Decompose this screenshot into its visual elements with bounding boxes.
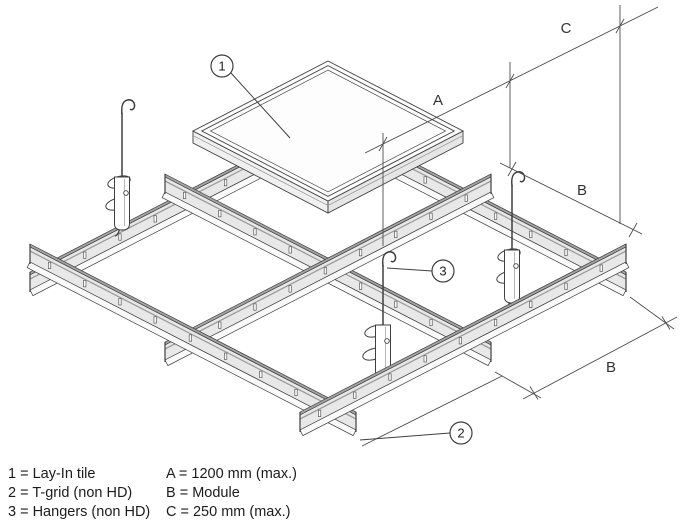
hanger-bracket-hole	[123, 190, 129, 196]
callout-1-number: 1	[218, 59, 225, 74]
hanger-bracket-hole	[513, 263, 519, 269]
rail-slot	[394, 230, 398, 239]
rail-web-shade-line	[29, 250, 357, 420]
suspension-hangers	[105, 99, 526, 384]
dimension-lines: A C B B	[361, 5, 678, 447]
hanger-hook	[382, 251, 397, 267]
callout-3-number: 3	[439, 264, 446, 279]
rail-slot	[423, 355, 427, 363]
rail-web-shade-line	[164, 180, 492, 350]
rail-slot	[259, 370, 263, 378]
rail-slot	[83, 251, 87, 259]
rail-slot	[394, 300, 398, 308]
rail-slot	[294, 388, 298, 397]
t-grid-rails-middle	[26, 173, 495, 437]
legend-item-dim-b: B = Module	[166, 485, 240, 501]
legend-item-tgrid: 2 = T-grid (non HD)	[8, 485, 132, 501]
dim-label-b-upper: B	[577, 182, 587, 199]
legend-item-hangers: 3 = Hangers (non HD)	[8, 504, 150, 520]
dim-tick	[507, 161, 517, 177]
dim-tick	[628, 222, 638, 238]
rail-slot	[83, 280, 87, 288]
legend-item-dim-a: A = 1200 mm (max.)	[166, 466, 297, 482]
rail-slot	[118, 233, 122, 241]
rail-slot	[253, 228, 257, 236]
hanger	[105, 99, 136, 237]
callout-2-circle	[449, 421, 473, 445]
callout-2-leader	[359, 432, 451, 441]
rail-slot	[218, 321, 222, 329]
callout-3-circle	[431, 259, 455, 283]
callout-1-leader	[230, 72, 291, 139]
legend: 1 = Lay-In tile 2 = T-grid (non HD) 3 = …	[8, 466, 297, 520]
dim-label-a: A	[433, 92, 443, 109]
hanger-bracket-plate	[114, 176, 130, 231]
rail-slot	[564, 248, 568, 257]
tile-rim-outer-line	[200, 65, 456, 197]
legend-item-tile: 1 = Lay-In tile	[8, 466, 95, 482]
rail-slot	[423, 176, 427, 184]
rail-slot	[388, 373, 392, 381]
rail-slot	[353, 391, 357, 399]
hanger-hook	[121, 99, 136, 115]
dim-label-c: C	[561, 20, 572, 37]
dim-line-b-upper	[499, 162, 643, 235]
hanger-bracket-hole	[384, 338, 390, 344]
dim-extension-rail-end	[494, 371, 542, 399]
rail-slot	[464, 194, 468, 202]
dim-line-a-c	[364, 6, 659, 154]
rail-slot	[564, 282, 568, 290]
rail-slot	[188, 334, 192, 342]
hanger-bracket-plate	[504, 249, 520, 304]
rail-flange	[299, 261, 630, 437]
rail-web-shade-line	[299, 250, 627, 420]
rail-slot	[253, 303, 257, 311]
lay-in-tile	[192, 60, 464, 214]
rail-slot	[529, 230, 533, 238]
hanger	[496, 171, 526, 310]
hanger-hook	[511, 171, 526, 187]
rail-slot	[429, 212, 433, 220]
callout-3-leader	[386, 267, 433, 272]
rail-slot	[224, 179, 228, 187]
legend-item-dim-c: C = 250 mm (max.)	[166, 504, 290, 520]
rail-slot	[429, 318, 433, 327]
rail-slot	[359, 249, 363, 257]
tile-top-surface	[192, 60, 464, 202]
rail-slot	[494, 212, 498, 220]
rail-slot	[153, 316, 157, 324]
rail-flange	[26, 261, 357, 437]
callout-1-circle	[210, 54, 234, 78]
hanger	[362, 251, 397, 384]
rail-slot	[529, 300, 533, 309]
rail-slot	[153, 215, 157, 223]
rail-slot	[359, 282, 363, 290]
t-grid-rail-front	[299, 243, 630, 437]
rail-slot	[318, 409, 322, 417]
dim-tick	[529, 386, 539, 400]
rail-slot	[288, 285, 292, 293]
rail-slot	[183, 191, 187, 200]
rail-slot	[494, 319, 498, 327]
rail-slot	[118, 298, 122, 306]
dim-extension-rail-end	[629, 296, 675, 330]
rail-slot	[323, 267, 327, 275]
rail-slot	[224, 352, 228, 360]
tile-side-lip-line	[192, 135, 464, 206]
rail-slot	[48, 261, 52, 270]
dim-extension-front-corner	[361, 375, 503, 447]
dim-label-b-lower: B	[606, 359, 616, 376]
numbered-callouts: 1 3 2	[210, 54, 473, 445]
dim-line-b-lower	[522, 316, 678, 400]
callout-2-number: 2	[457, 426, 464, 441]
rail-flange	[164, 191, 495, 367]
rail-slot	[288, 246, 292, 254]
rail-slot	[599, 264, 603, 272]
rail-slot	[458, 337, 462, 345]
tile-rim-inner-line	[209, 69, 447, 193]
rail-slot	[218, 210, 222, 218]
